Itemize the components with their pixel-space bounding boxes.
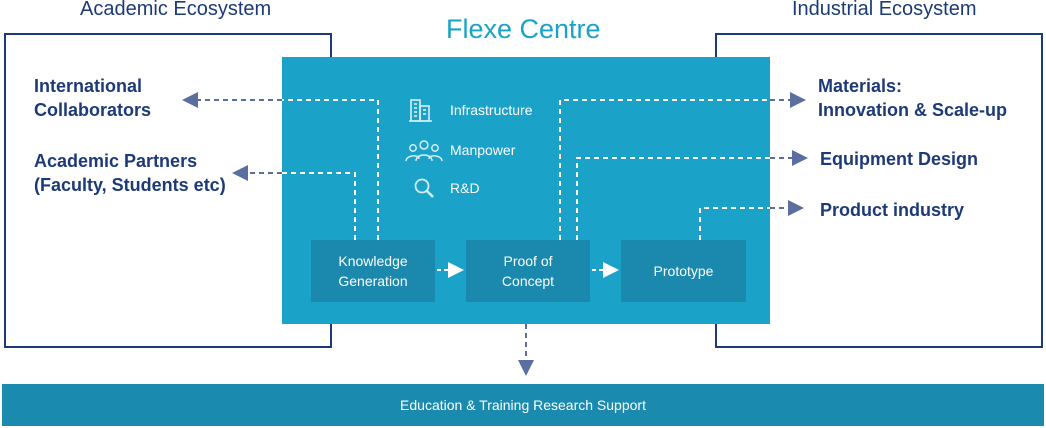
stage-proof-of-concept: Proof of Concept [466, 240, 590, 302]
resource-label: Manpower [450, 142, 516, 158]
people-icon [405, 140, 443, 162]
academic-ecosystem-title: Academic Ecosystem [80, 0, 272, 20]
industrial-item-materials: Materials: Innovation & Scale-up [818, 76, 1008, 120]
magnifier-icon [414, 178, 434, 198]
industrial-item-equipment-design: Equipment Design [820, 149, 979, 169]
stage-prototype: Prototype [621, 240, 746, 302]
centre-title: Flexe Centre [446, 14, 601, 44]
stage-knowledge-generation: Knowledge Generation [311, 240, 435, 302]
academic-item-academic-partners: Academic Partners (Faculty, Students etc… [34, 151, 226, 195]
building-icon [409, 99, 432, 122]
academic-item-international-collaborators: International Collaborators [34, 76, 152, 120]
industrial-item-product-industry: Product industry [820, 200, 965, 220]
bottom-bar-label: Education & Training Research Support [400, 397, 646, 413]
bottom-bar: Education & Training Research Support [2, 384, 1044, 426]
resource-label: Infrastructure [450, 102, 533, 118]
resource-label: R&D [450, 180, 480, 196]
industrial-ecosystem-title: Industrial Ecosystem [792, 0, 977, 20]
